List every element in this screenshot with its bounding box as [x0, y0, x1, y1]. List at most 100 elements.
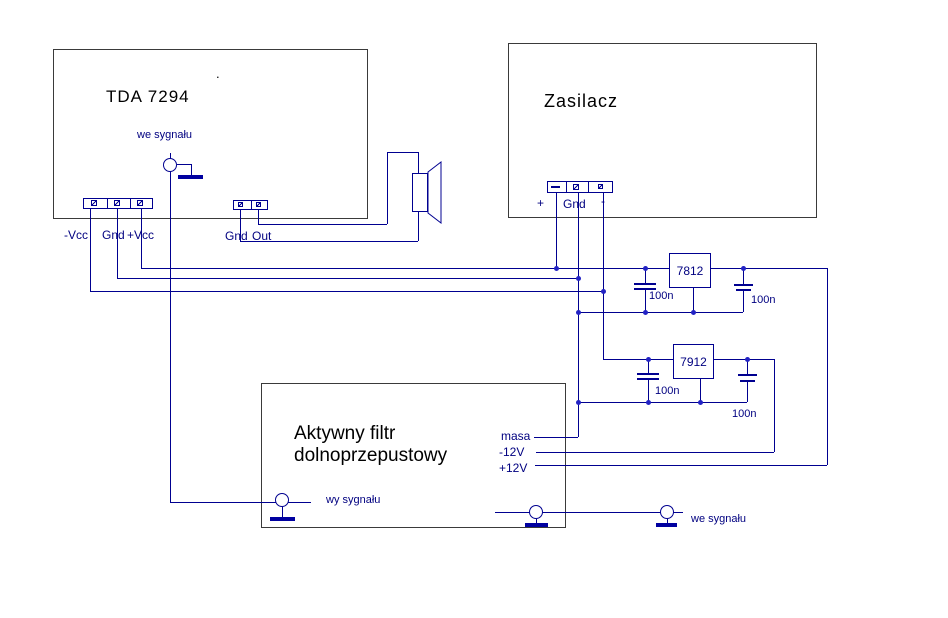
- tda-box: [53, 49, 368, 219]
- cap1-plate-top: [634, 283, 656, 285]
- capacitor-label-c3: 100n: [655, 385, 680, 397]
- junction-dot: [643, 266, 648, 271]
- power-supply-box: [508, 43, 817, 218]
- wire-cap1-top-lead: [645, 268, 646, 283]
- filter-title-line1: Aktywny filtr: [294, 423, 396, 444]
- tda-terminal-label-gnd: Gnd: [102, 228, 125, 242]
- screw-terminal-icon: [238, 202, 243, 207]
- wire-filter-input-line: [495, 512, 683, 513]
- ground-bar-tda-input: [178, 175, 203, 179]
- filter-pin-label-masa: masa: [501, 429, 531, 443]
- cap4-plate-bottom: [740, 380, 755, 382]
- tda-terminal-label-pos-vcc: +Vcc: [127, 228, 155, 242]
- tda-output-label-out: Out: [252, 229, 272, 243]
- wire-psu-plus-drop: [556, 193, 557, 268]
- wire-out-riser: [387, 152, 388, 224]
- wire-cap3-bottom-lead: [648, 380, 649, 402]
- wire-we2-ground-stem: [667, 519, 668, 523]
- wire-cap3-top-lead: [648, 359, 649, 373]
- filter-output-connector-icon: [275, 493, 289, 507]
- junction-dot: [741, 266, 746, 271]
- wire-7812-gnd-pin: [693, 288, 694, 312]
- wire-7812-output: [711, 268, 827, 269]
- wire-cap4-bottom-lead: [747, 382, 748, 402]
- wire-cap4-top-lead: [747, 359, 748, 374]
- filter-input-label: we sygnału: [691, 513, 747, 525]
- wire-plus12-riser: [827, 268, 828, 465]
- psu-terminal-block: [547, 181, 613, 193]
- wire-wy-ground-stem: [282, 507, 283, 517]
- wire-out-horizontal: [258, 224, 387, 225]
- junction-dot: [601, 289, 606, 294]
- minus-terminal-icon: [551, 186, 560, 188]
- cap2-plate-bottom: [736, 289, 751, 291]
- wire-plus12-line: [535, 465, 827, 466]
- tda-input-connector-icon: [163, 158, 177, 172]
- terminal-divider: [107, 199, 108, 208]
- screw-terminal-icon: [114, 200, 120, 206]
- wire-psu-gnd-drop: [578, 193, 579, 437]
- filter-output-label: wy sygnału: [326, 494, 381, 506]
- psu-terminal-label-plus: +: [537, 196, 545, 210]
- tda-output-terminal-block: [233, 200, 268, 210]
- wire-signal-horizontal: [170, 502, 311, 503]
- junction-dot: [698, 400, 703, 405]
- wire-psu-minus-drop: [603, 193, 604, 359]
- junction-dot: [554, 266, 559, 271]
- tda-input-label: we sygnału: [137, 129, 193, 141]
- wire-input-ground-arm: [177, 164, 191, 165]
- wire-speaker-top-lead: [418, 152, 419, 173]
- wire-input-ground-stem: [191, 164, 192, 175]
- capacitor-label-c4: 100n: [732, 408, 757, 420]
- terminal-divider: [251, 201, 252, 209]
- speaker-cone-icon: [427, 160, 442, 225]
- psu-terminal-label-gnd: Gnd: [563, 197, 586, 211]
- capacitor-label-c2: 100n: [751, 294, 776, 306]
- stray-period-mark: .: [216, 66, 220, 81]
- wire-7812-ground-rail: [578, 312, 743, 313]
- wire-minus12-line: [536, 452, 774, 453]
- wire-out-gnd-drop: [240, 210, 241, 241]
- wire-masa-stub: [534, 437, 578, 438]
- wire-7912-output: [714, 359, 774, 360]
- screw-terminal-icon: [256, 202, 261, 207]
- wire-7912-gnd-pin: [700, 379, 701, 402]
- capacitor-label-c1: 100n: [649, 290, 674, 302]
- wire-7912-input: [603, 359, 673, 360]
- tda-terminal-label-neg-vcc: -Vcc: [64, 228, 88, 242]
- wire-we1-ground-stem: [536, 519, 537, 523]
- terminal-divider: [588, 182, 589, 192]
- wire-ground-rail: [117, 278, 578, 279]
- junction-dot: [576, 310, 581, 315]
- junction-dot: [691, 310, 696, 315]
- screw-terminal-icon: [91, 200, 97, 206]
- wire-cap1-bottom-lead: [645, 290, 646, 312]
- wire-neg-vcc-drop: [90, 209, 91, 291]
- source-input-connector-icon: [660, 505, 674, 519]
- cap2-plate-top: [734, 284, 753, 286]
- psu-title: Zasilacz: [544, 91, 619, 111]
- terminal-divider: [130, 199, 131, 208]
- junction-dot: [745, 357, 750, 362]
- wire-cap2-bottom-lead: [743, 291, 744, 312]
- cap1-plate-bottom: [634, 288, 656, 290]
- regulator-7912: 7912: [673, 344, 714, 379]
- wire-speaker-bottom-lead: [418, 212, 419, 241]
- cap3-plate-bottom: [637, 378, 659, 380]
- screw-terminal-icon: [573, 184, 579, 190]
- junction-dot: [576, 276, 581, 281]
- cap4-plate-top: [738, 374, 757, 376]
- cap3-plate-top: [637, 373, 659, 375]
- wire-7912-ground-rail: [578, 402, 747, 403]
- wire-signal-vertical: [170, 153, 171, 502]
- psu-terminal-label-minus: -: [601, 194, 605, 208]
- junction-dot: [643, 310, 648, 315]
- wire-pos-vcc-drop: [141, 209, 142, 268]
- junction-dot: [646, 357, 651, 362]
- wire-speaker-top: [387, 152, 418, 153]
- filter-title-line2: dolnoprzepustowy: [294, 445, 448, 466]
- filter-input-connector-icon: [529, 505, 543, 519]
- tda-title: TDA 7294: [106, 87, 190, 106]
- tda-output-label-gnd: Gnd: [225, 229, 248, 243]
- screw-terminal-icon: [598, 184, 603, 189]
